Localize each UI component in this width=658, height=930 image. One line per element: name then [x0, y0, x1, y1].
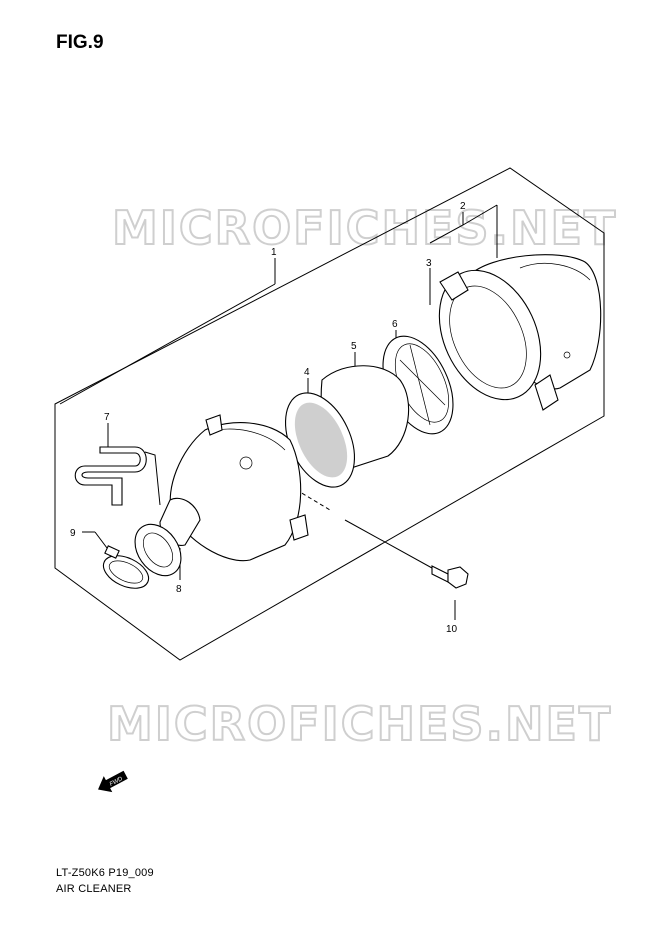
- watermark-top: MICROFICHES.NET: [112, 201, 617, 255]
- callout-7: 7: [104, 412, 110, 423]
- part-bolt: [431, 565, 469, 589]
- watermark-bottom: MICROFICHES.NET: [107, 697, 612, 751]
- figure-title: FIG.9: [56, 32, 104, 53]
- part-clamp: [102, 545, 150, 589]
- part-air-cleaner-case: [438, 254, 602, 411]
- callout-1: 1: [271, 247, 277, 258]
- leader-lines: [59, 204, 498, 620]
- callout-3: 3: [426, 258, 432, 269]
- part-breather-hose: [74, 446, 147, 506]
- assembly-outline: [54, 167, 605, 661]
- callout-9: 9: [70, 528, 76, 539]
- part-rubber-joint: [134, 523, 182, 577]
- callout-2: 2: [460, 201, 466, 212]
- forward-arrow-icon: FWD: [98, 770, 128, 793]
- figure-code: LT-Z50K6 P19_009: [56, 867, 154, 879]
- figure-name: AIR CLEANER: [56, 883, 132, 895]
- callout-10: 10: [446, 624, 458, 635]
- callout-8: 8: [176, 584, 182, 595]
- part-air-cleaner-cover: [159, 414, 309, 562]
- callout-4: 4: [304, 367, 310, 378]
- callout-6: 6: [392, 319, 398, 330]
- part-mesh-screen: [285, 392, 355, 488]
- callout-5: 5: [351, 341, 357, 352]
